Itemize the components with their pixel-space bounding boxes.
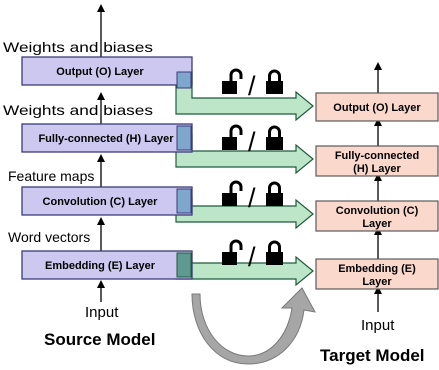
source-layer-o-label: Output (O) Layer xyxy=(56,66,144,78)
connector-tab-c xyxy=(176,188,192,214)
source-model-title: Source Model xyxy=(44,330,155,349)
lock-separator: / xyxy=(248,242,256,272)
lock-separator: / xyxy=(248,71,256,101)
locked-padlock-icon xyxy=(266,240,283,265)
source-layer-e-label: Embedding (E) Layer xyxy=(45,260,156,272)
target-layer-o: Output (O) Layer xyxy=(315,92,439,122)
target-layer-h-label-line1: Fully-connected xyxy=(335,150,419,162)
target-layer-e-label-line2: Layer xyxy=(362,276,392,288)
lock-group-c: / xyxy=(222,180,283,213)
source-label-word-vectors: Word vectors xyxy=(8,229,90,245)
source-input-label: Input xyxy=(85,304,119,321)
source-layer-c-label: Convolution (C) Layer xyxy=(43,196,159,208)
connector-tab-h xyxy=(176,125,192,151)
source-label-weights-biases-o: Weights and biases xyxy=(3,39,153,55)
lock-separator: / xyxy=(248,127,256,157)
source-model: Weights and biases Weights and biases Fe… xyxy=(3,4,314,349)
target-input-label: Input xyxy=(361,317,395,334)
source-layer-h: Fully-connected (H) Layer xyxy=(21,123,193,153)
transfer-arrows xyxy=(175,71,314,287)
transfer-arrow-e xyxy=(175,255,314,287)
target-layer-c: Convolution (C) Layer xyxy=(315,200,439,232)
target-layer-c-label-line1: Convolution (C) xyxy=(336,205,419,217)
transfer-arrow-c xyxy=(175,197,314,230)
target-layer-c-label-line2: Layer xyxy=(362,218,392,230)
locked-padlock-icon xyxy=(266,125,283,150)
transfer-arrow-h xyxy=(175,134,314,175)
target-model-title: Target Model xyxy=(320,346,425,365)
unlocked-padlock-icon xyxy=(222,68,243,94)
source-layer-o: Output (O) Layer xyxy=(21,56,193,86)
transfer-arrow-o xyxy=(175,71,314,122)
source-layer-h-label: Fully-connected (H) Layer xyxy=(38,133,174,145)
locked-padlock-icon xyxy=(266,181,283,206)
unlocked-padlock-icon xyxy=(222,239,243,265)
source-label-feature-maps: Feature maps xyxy=(8,168,94,184)
curved-transfer-arrow xyxy=(191,287,316,365)
lock-group-h: / xyxy=(222,124,283,157)
source-label-weights-biases-h: Weights and biases xyxy=(3,102,153,118)
connector-tab-o xyxy=(176,71,192,89)
target-layer-h-label-line2: (H) Layer xyxy=(353,163,401,175)
lock-indicators: / / / xyxy=(222,68,283,272)
target-model: Output (O) Layer Fully-connected (H) Lay… xyxy=(315,62,439,365)
lock-group-e: / xyxy=(222,239,283,272)
locked-padlock-icon xyxy=(266,69,283,94)
unlocked-padlock-icon xyxy=(222,124,243,150)
target-layer-e-label-line1: Embedding (E) xyxy=(338,263,416,275)
connector-tab-e xyxy=(176,252,192,278)
target-layer-h: Fully-connected (H) Layer xyxy=(315,145,439,177)
lock-separator: / xyxy=(248,183,256,213)
source-layer-e: Embedding (E) Layer xyxy=(21,250,193,280)
source-layer-c: Convolution (C) Layer xyxy=(21,186,193,216)
lock-group-o: / xyxy=(222,68,283,101)
unlocked-padlock-icon xyxy=(222,180,243,206)
target-layer-e: Embedding (E) Layer xyxy=(315,258,439,290)
target-layer-o-label: Output (O) Layer xyxy=(333,102,421,114)
